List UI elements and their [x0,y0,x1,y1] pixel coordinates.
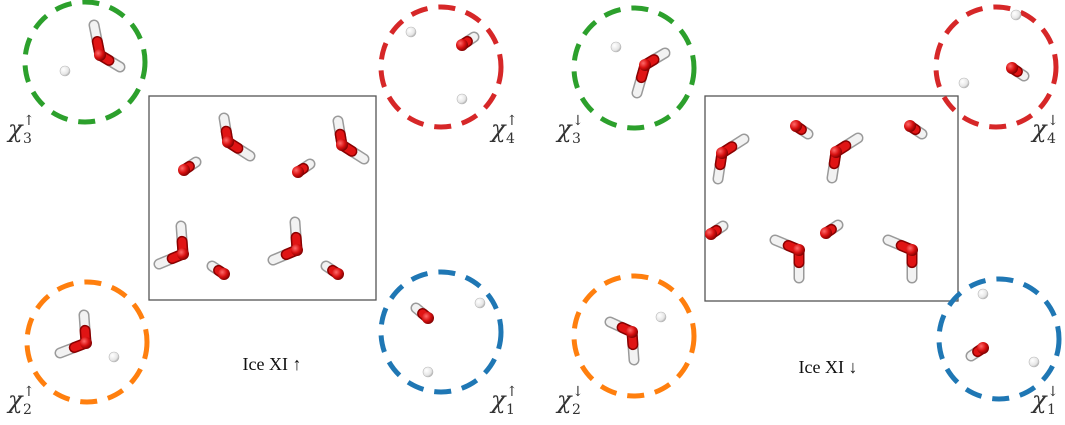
water-molecule-icon [88,19,126,73]
chi4-subscript: 4 [1047,131,1056,147]
chi3-symbol: χ [6,115,24,143]
water-molecule-icon [178,156,202,176]
caption-ice-xi-down: Ice XI ↓ [799,357,858,377]
chi2-label-up: χ ↑ 2 [6,384,35,418]
water-molecule-icon [631,47,671,99]
chi4-circle-up [378,4,504,130]
hydrogen-atom-icon [405,26,417,38]
water-molecule-icon [218,112,256,162]
water-molecule-icon [904,120,928,140]
caption-ice-xi-up: Ice XI ↑ [243,354,302,374]
chi3-superscript: ↑ [23,113,35,129]
panel-ice-xi-up: χ ↑ 3 χ ↑ 4 χ ↑ 2 χ ↑ 1 Ice XI ↑ [6,0,518,418]
water-molecule-icon [153,220,189,270]
unit-cell-frame-up [148,95,377,301]
panel-ice-xi-down: χ ↓ 3 χ ↓ 4 χ ↓ 2 χ ↓ 1 Ice XI ↓ [555,4,1062,418]
chi3-label-down: χ ↓ 3 [555,113,584,147]
chi1-subscript: 1 [506,402,515,418]
chi3-symbol: χ [555,115,573,143]
molecules-up [54,19,480,359]
chi1-symbol: χ [1030,386,1048,414]
chi1-label-up: χ ↑ 1 [489,384,518,418]
hydrogen-atom-icon [655,311,667,323]
chi2-superscript: ↓ [572,384,584,400]
chi2-superscript: ↑ [23,384,35,400]
hydrogen-atom-icon [1028,356,1040,368]
water-molecule-icon [820,219,844,239]
water-molecule-icon [965,342,989,362]
water-molecule-icon [54,309,92,359]
chi4-superscript: ↓ [1047,113,1059,129]
chi3-subscript: 3 [572,131,581,147]
chi3-superscript: ↓ [572,113,584,129]
chi2-subscript: 2 [23,402,32,418]
chi2-symbol: χ [6,386,24,414]
water-molecule-icon [456,31,480,51]
chi4-symbol: χ [489,115,507,143]
water-molecule-icon [790,120,814,140]
water-molecule-icon [332,115,370,165]
chi1-circle-down [936,276,1062,402]
water-molecule-icon [826,132,864,184]
water-molecule-icon [1006,62,1030,82]
water-molecule-icon [604,316,640,366]
chi2-label-down: χ ↓ 2 [555,384,584,418]
chi1-superscript: ↑ [506,384,518,400]
hydrogen-atom-icon [108,351,120,363]
chi3-subscript: 3 [23,131,32,147]
chi2-circle-up [24,279,150,405]
water-molecule-icon [320,260,344,280]
hydrogen-atom-icon [610,41,622,53]
chi2-circle-down [571,273,697,399]
chi4-circle-down [933,4,1059,130]
water-molecule-icon [712,133,750,185]
chi2-subscript: 2 [572,402,581,418]
water-molecule-icon [206,260,230,280]
chi3-label-up: χ ↑ 3 [6,113,35,147]
chi3-circle-down [571,5,697,131]
molecules-down [604,47,1030,366]
hydrogen-atom-icon [422,366,434,378]
chi1-label-down: χ ↓ 1 [1030,384,1059,418]
chi4-symbol: χ [1030,115,1048,143]
water-molecule-icon [882,234,918,284]
unit-cell-frame-down [704,95,959,302]
hydrogen-atom-icon [456,93,468,105]
hydrogen-atom-icon [474,297,486,309]
hydrogen-atom-icon [958,77,970,89]
water-molecule-icon [705,220,729,240]
chi4-superscript: ↑ [506,113,518,129]
chi4-label-up: χ ↑ 4 [489,113,518,147]
water-molecule-icon [267,216,303,266]
chi1-symbol: χ [489,386,507,414]
water-molecule-icon [410,302,434,324]
chi4-label-down: χ ↓ 4 [1030,113,1059,147]
chi2-symbol: χ [555,386,573,414]
water-molecule-icon [292,158,316,178]
chi1-circle-up [378,269,504,395]
chi1-subscript: 1 [1047,402,1056,418]
hydrogen-atom-icon [1010,9,1022,21]
hydrogen-atom-icon [977,288,989,300]
chi1-superscript: ↓ [1047,384,1059,400]
hydrogen-atom-icon [59,65,71,77]
chi4-subscript: 4 [506,131,515,147]
chi3-circle-up [22,0,148,125]
water-molecule-icon [769,234,805,284]
